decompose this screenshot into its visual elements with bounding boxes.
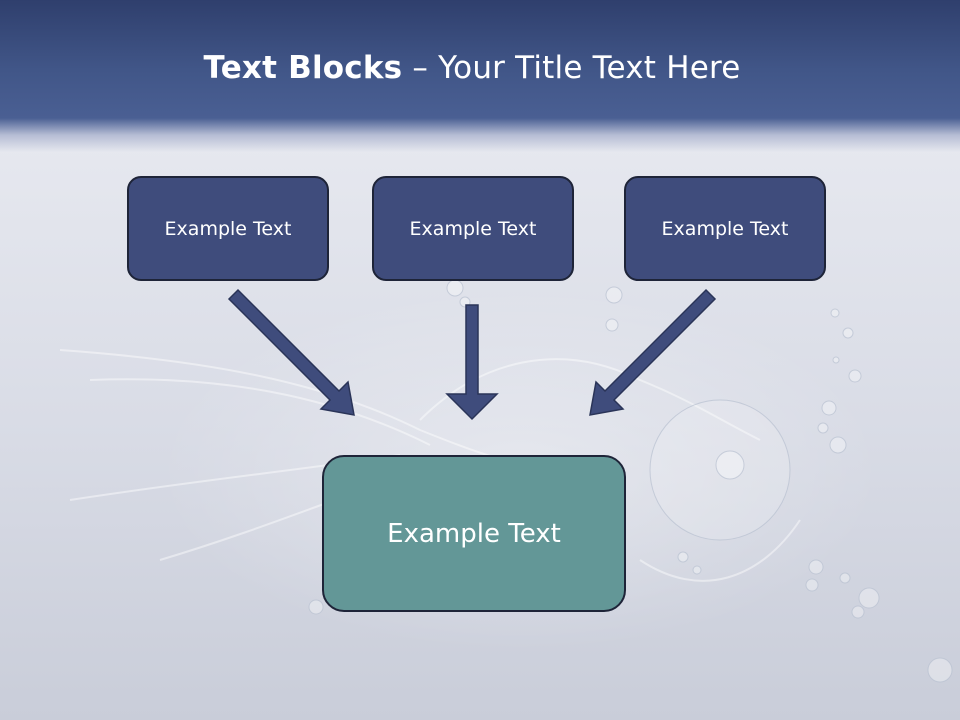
text-block-right-label: Example Text	[661, 217, 789, 240]
title-bar	[0, 0, 960, 152]
text-block-right: Example Text	[624, 176, 826, 281]
slide-title: Text Blocks – Your Title Text Here	[0, 50, 944, 86]
down-right-arrow-icon	[227, 288, 355, 416]
text-block-middle: Example Text	[372, 176, 574, 281]
text-block-middle-label: Example Text	[409, 217, 537, 240]
down-arrow-icon	[445, 304, 499, 421]
down-left-arrow-icon	[589, 288, 717, 416]
main-text-block-label: Example Text	[387, 518, 561, 549]
title-bold-text: Text Blocks	[203, 50, 403, 86]
main-text-block: Example Text	[322, 455, 626, 612]
title-rest-text: Your Title Text Here	[438, 50, 741, 86]
text-block-left: Example Text	[127, 176, 329, 281]
title-dash: –	[402, 50, 439, 86]
text-block-left-label: Example Text	[164, 217, 292, 240]
